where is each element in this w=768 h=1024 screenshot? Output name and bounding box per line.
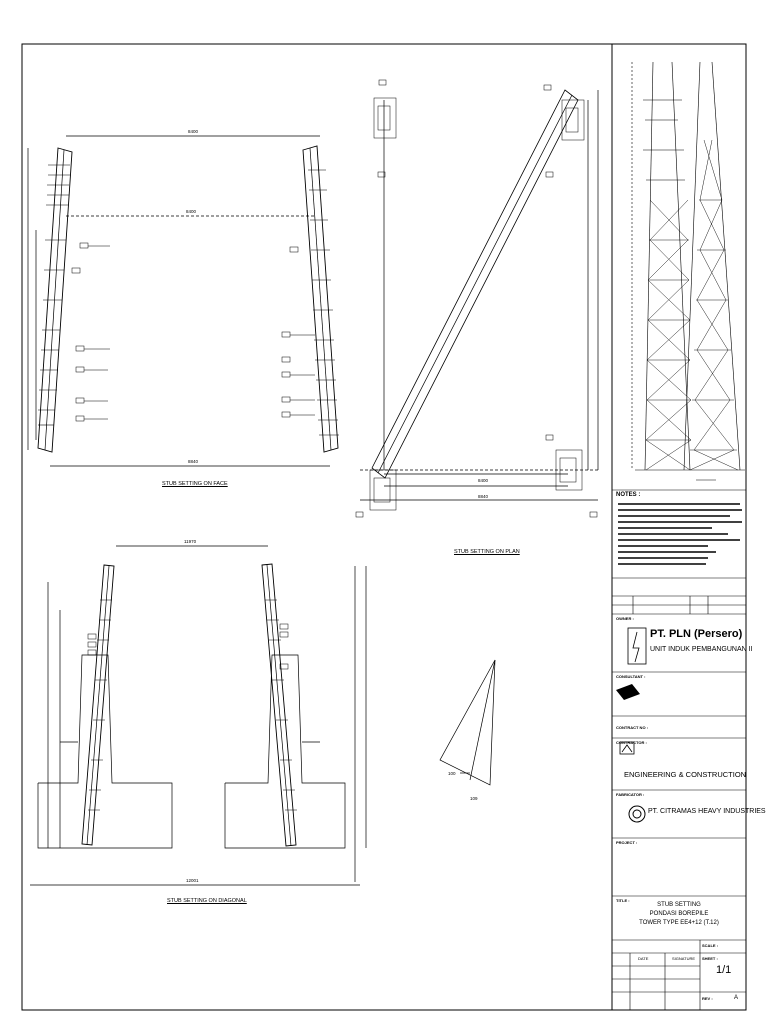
owner-label: OWNER :: [616, 616, 634, 621]
label-stub-plan: STUB SETTING ON PLAN: [454, 549, 520, 555]
notes-heading: NOTES :: [616, 492, 641, 498]
signature-label: SIGNATURE: [672, 956, 696, 961]
dim-wedge-side: 100: [448, 771, 456, 776]
fabricator-logo: [628, 805, 646, 823]
dim-plan-top: 8400: [478, 478, 489, 483]
dim-wedge-bottom: 109: [470, 796, 478, 801]
consultant-logo: [616, 684, 640, 700]
date-label: DATE: [638, 956, 649, 961]
face-dimension-texts: 8400 8400 8840: [186, 129, 199, 464]
stub-diagonal-view: [30, 545, 367, 886]
stub-face-view: [27, 135, 339, 467]
contract-label: CONTRACT NO :: [616, 725, 648, 730]
tower-elevation: [631, 61, 745, 481]
titleblock-grid: [612, 489, 746, 1010]
fabricator-name: PT. CITRAMAS HEAVY INDUSTRIES: [648, 808, 766, 815]
title-line-3: TOWER TYPE EE4+12 (T.12): [639, 920, 719, 926]
stub-plan-view: [355, 79, 599, 518]
notes-lines: [618, 503, 742, 565]
title-line-2: PONDASI BOREPILE: [649, 911, 709, 917]
contractor-name: ENGINEERING & CONSTRUCTION: [624, 770, 747, 779]
rev-label: REV :: [702, 996, 713, 1001]
wedge-texts: 100 109: [448, 771, 478, 801]
dim-plan-bottom: 8840: [478, 494, 489, 499]
dim-face-bottom: 8840: [188, 459, 199, 464]
project-label: PROJECT :: [616, 840, 638, 845]
title-label: TITLE :: [616, 898, 630, 903]
dim-diag-top: 11970: [184, 539, 197, 544]
pln-logo: [627, 627, 647, 665]
label-stub-face: STUB SETTING ON FACE: [162, 481, 228, 487]
contractor-logo: [619, 741, 635, 755]
angle-wedge-detail: [439, 659, 496, 786]
sheet-label: SHEET :: [702, 956, 718, 961]
dim-diag-bottom: 12001: [186, 878, 199, 883]
scale-label: SCALE :: [702, 943, 718, 948]
consultant-label: CONSULTANT :: [616, 674, 646, 679]
label-stub-diagonal: STUB SETTING ON DIAGONAL: [167, 898, 247, 904]
owner-name: PT. PLN (Persero): [650, 628, 743, 640]
title-line-1: STUB SETTING: [657, 902, 701, 908]
sheet-border: [21, 43, 747, 1011]
diagonal-dimension-texts: 11970 12001: [184, 539, 199, 883]
dim-face-mid: 8400: [186, 209, 197, 214]
rev-value: A: [734, 995, 739, 1001]
sheet-value: 1/1: [716, 964, 732, 976]
contractor-label: CONTRACTOR :: [616, 740, 647, 745]
owner-unit: UNIT INDUK PEMBANGUNAN II: [650, 646, 753, 653]
fabricator-label: FABRICATOR :: [616, 792, 645, 797]
dim-face-top: 8400: [188, 129, 199, 134]
plan-dimension-texts: 8400 8840: [478, 478, 489, 499]
